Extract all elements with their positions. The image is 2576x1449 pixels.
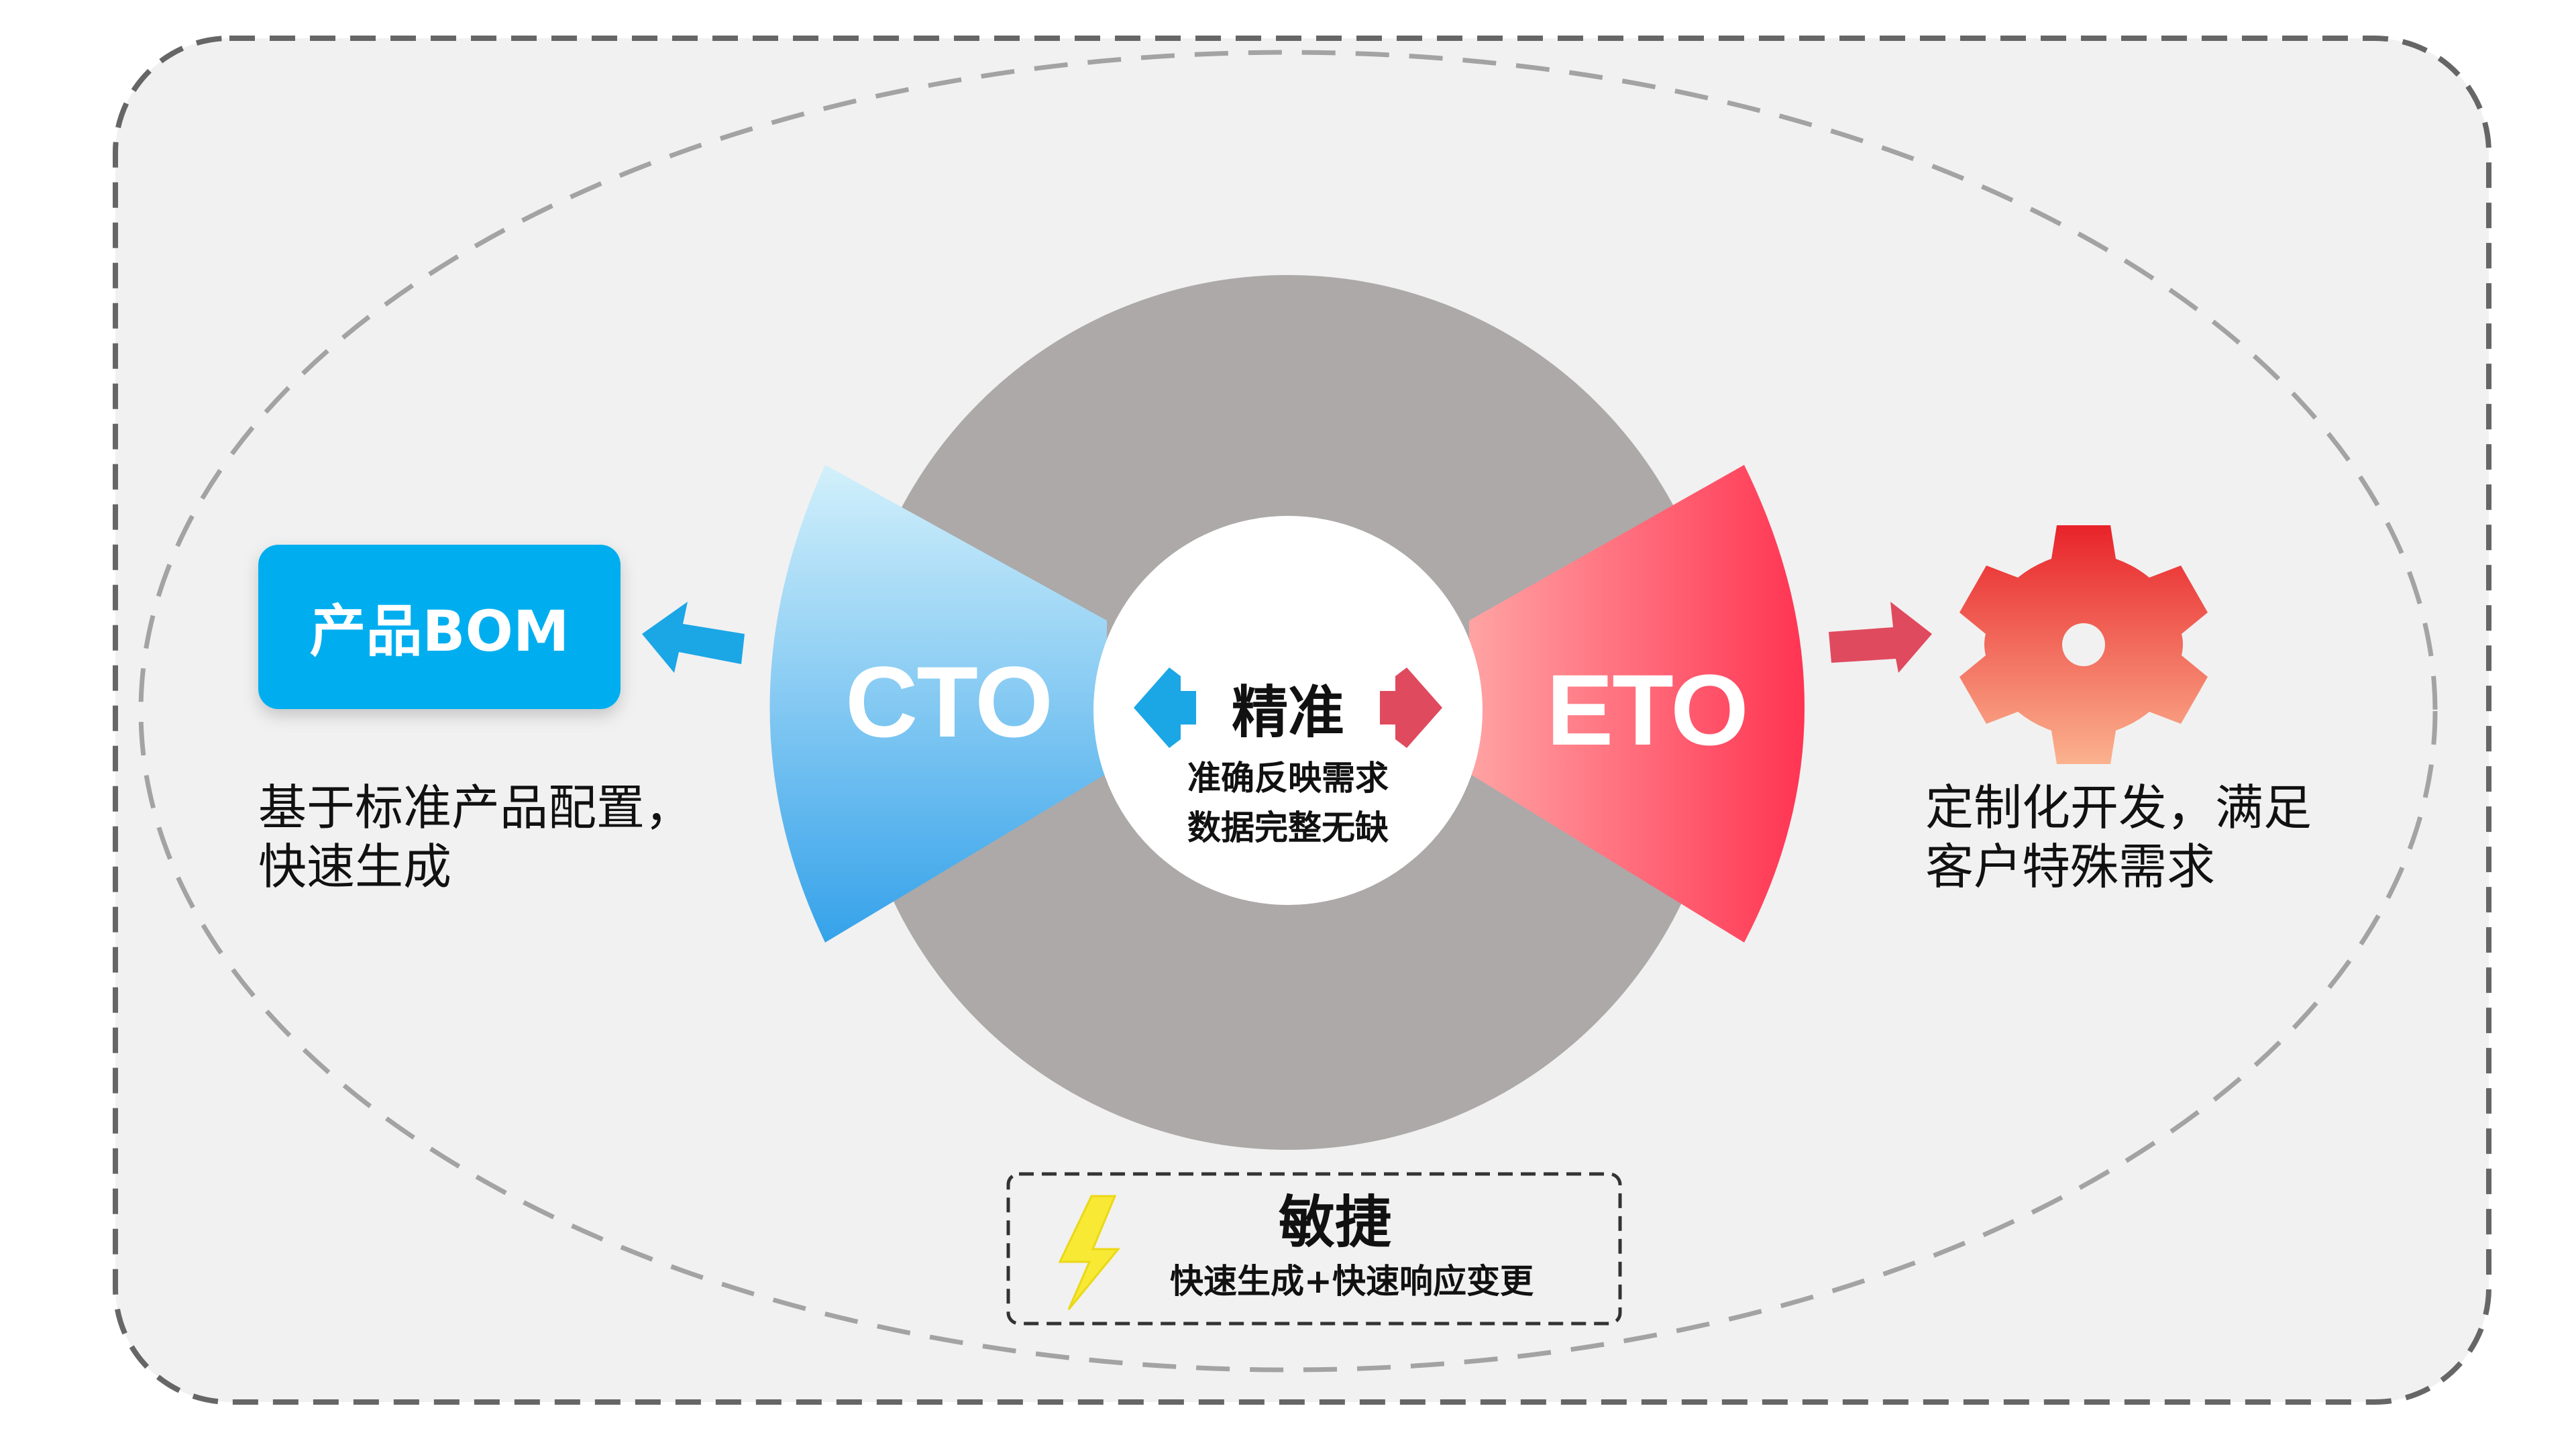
cto-description: 基于标准产品配置， 快速生成 bbox=[258, 778, 693, 896]
eto-description: 定制化开发，满足 客户特殊需求 bbox=[1925, 778, 2312, 896]
eto-label: ETO bbox=[1546, 653, 1749, 766]
center-arrow-left-icon bbox=[1134, 667, 1196, 748]
cto-description-line-2: 快速生成 bbox=[258, 839, 452, 895]
product-bom-label: 产品BOM bbox=[309, 598, 570, 664]
arrow-left-icon bbox=[642, 602, 745, 673]
dashed-ellipse bbox=[138, 50, 2438, 1373]
eto-description-line-2: 客户特殊需求 bbox=[1925, 839, 2216, 895]
center-line-2: 数据完整无缺 bbox=[1187, 808, 1389, 847]
cto-description-line-1: 基于标准产品配置， bbox=[258, 780, 694, 836]
eto-sector bbox=[1469, 465, 1805, 943]
agile-title: 敏捷 bbox=[1278, 1189, 1391, 1255]
center-circle bbox=[1093, 516, 1483, 905]
arrow-right-icon bbox=[1829, 602, 1932, 673]
center-line-1: 准确反映需求 bbox=[1187, 759, 1389, 798]
cto-sector bbox=[769, 465, 1107, 943]
eto-description-line-1: 定制化开发，满足 bbox=[1925, 780, 2312, 836]
agile-subtitle: 快速生成+快速响应变更 bbox=[1170, 1262, 1534, 1301]
gear-icon bbox=[1960, 525, 2208, 764]
product-bom-box bbox=[258, 545, 621, 709]
cto-label: CTO bbox=[845, 645, 1053, 758]
lightning-icon bbox=[1058, 1195, 1121, 1310]
agile-box bbox=[1006, 1172, 1622, 1326]
center-arrow-right-icon bbox=[1380, 667, 1442, 748]
center-title: 精准 bbox=[1231, 680, 1344, 745]
